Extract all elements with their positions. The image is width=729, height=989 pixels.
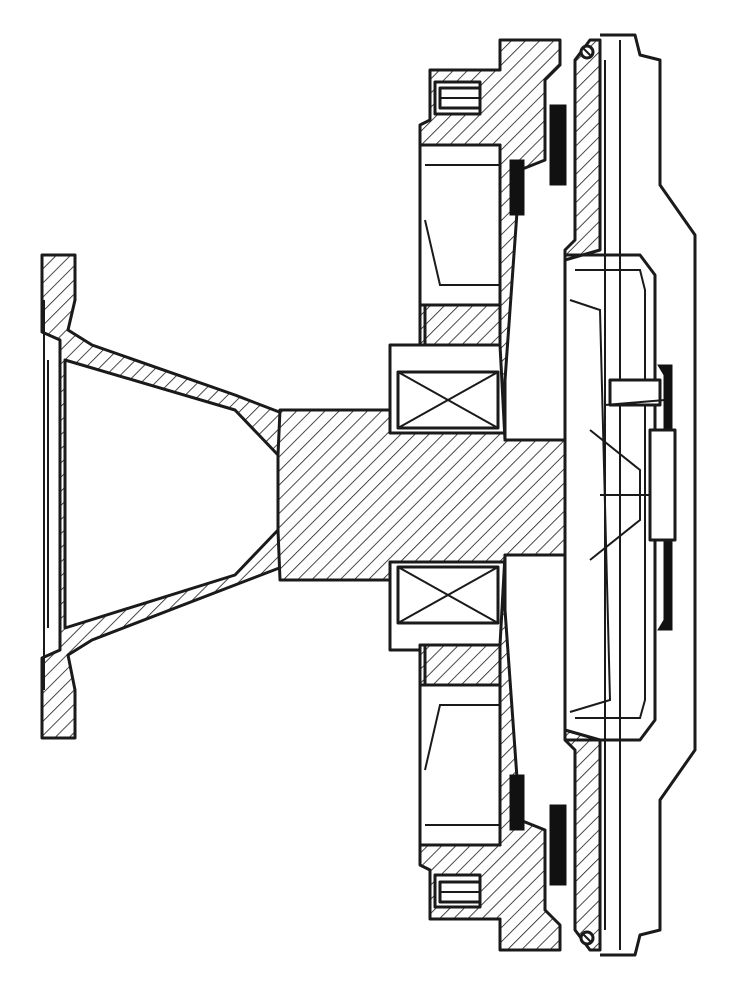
lower-housing xyxy=(418,553,602,952)
pulley-flange xyxy=(40,253,302,740)
upper-bolt xyxy=(438,86,482,110)
lower-friction-pads xyxy=(509,774,567,886)
upper-housing xyxy=(418,38,602,442)
lower-bearing xyxy=(388,560,507,652)
upper-friction-pads xyxy=(509,104,567,216)
upper-screw-icon xyxy=(579,44,595,60)
lower-screw-icon xyxy=(579,930,595,946)
upper-bearing xyxy=(388,343,507,435)
center-cap xyxy=(565,253,677,742)
lower-bolt xyxy=(438,880,482,904)
